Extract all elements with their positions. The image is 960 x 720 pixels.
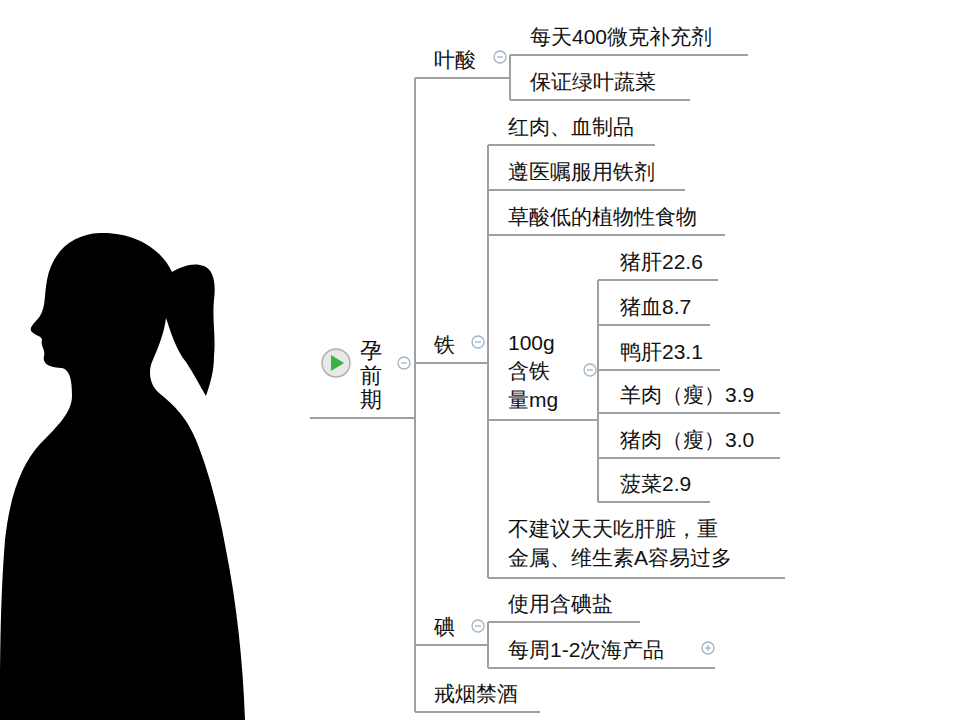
collapse-icon (472, 336, 484, 348)
topic-text: 戒烟禁酒 (434, 681, 528, 706)
play-button (322, 349, 350, 377)
expand-plus (707, 645, 708, 651)
branch-connector (414, 363, 416, 418)
woman-silhouette (0, 233, 245, 720)
topic-node: 戒烟禁酒 (415, 681, 540, 713)
topic-node: 孕前期 (310, 339, 415, 419)
topic-node: 保证绿叶蔬菜 (510, 69, 690, 101)
topic-node: 100g 含铁 量mg (488, 329, 598, 421)
topic-text: 使用含碘盐 (508, 591, 628, 616)
topic-text: 猪肝22.6 (620, 249, 706, 274)
collapse-minus (497, 56, 503, 57)
topic-text: 草酸低的植物性食物 (508, 204, 713, 229)
topic-text: 每天400微克补充剂 (530, 24, 736, 49)
play-icon (322, 349, 350, 377)
topic-node: 不建议天天吃肝脏，重 金属、维生素A容易过多 (488, 515, 785, 579)
topic-node: 每周1-2次海产品 (488, 637, 715, 669)
collapse-minus (587, 369, 593, 370)
topic-text: 不建议天天吃肝脏，重 金属、维生素A容易过多 (508, 515, 773, 572)
branch-connector (414, 78, 416, 418)
expand-icon (702, 642, 714, 654)
topic-node: 碘 (415, 614, 488, 646)
topic-text: 猪肉（瘦）3.0 (620, 427, 768, 452)
topic-node: 红肉、血制品 (488, 114, 655, 146)
topic-node: 每天400微克补充剂 (510, 24, 748, 56)
topic-text: 碘 (434, 614, 460, 639)
collapse-minus (401, 362, 407, 363)
topic-text: 鸭肝23.1 (620, 339, 708, 364)
topic-text: 猪血8.7 (620, 294, 698, 319)
topic-node: 使用含碘盐 (488, 591, 640, 623)
branch-connector (597, 413, 599, 420)
topic-text: 菠菜2.9 (620, 471, 698, 496)
topic-text: 100g 含铁 量mg (508, 329, 572, 414)
collapse-minus (475, 625, 481, 626)
branch-connector (414, 418, 416, 712)
topic-node: 猪肉（瘦）3.0 (598, 427, 780, 459)
topic-node: 叶酸 (415, 47, 510, 79)
topic-text: 保证绿叶蔬菜 (530, 69, 678, 94)
topic-text: 每周1-2次海产品 (508, 637, 679, 662)
collapse-icon (398, 357, 410, 369)
topic-node: 猪血8.7 (598, 294, 710, 326)
topic-text: 红肉、血制品 (508, 114, 643, 139)
collapse-minus (475, 341, 481, 342)
collapse-icon (584, 364, 596, 376)
topic-node: 菠菜2.9 (598, 471, 710, 503)
topic-text: 遵医嘱服用铁剂 (508, 159, 673, 184)
topic-text: 孕前期 (360, 339, 382, 412)
topic-node: 遵医嘱服用铁剂 (488, 159, 685, 191)
topic-text: 铁 (434, 332, 460, 357)
topic-text: 羊肉（瘦）3.9 (620, 382, 768, 407)
topic-node: 铁 (415, 332, 488, 364)
topic-node: 鸭肝23.1 (598, 339, 720, 371)
topic-node: 草酸低的植物性食物 (488, 204, 725, 236)
collapse-icon (472, 620, 484, 632)
collapse-icon (494, 51, 506, 63)
topic-node: 羊肉（瘦）3.9 (598, 382, 780, 414)
play-triangle (331, 355, 344, 371)
topic-node: 猪肝22.6 (598, 249, 718, 281)
topic-text: 叶酸 (434, 47, 482, 72)
